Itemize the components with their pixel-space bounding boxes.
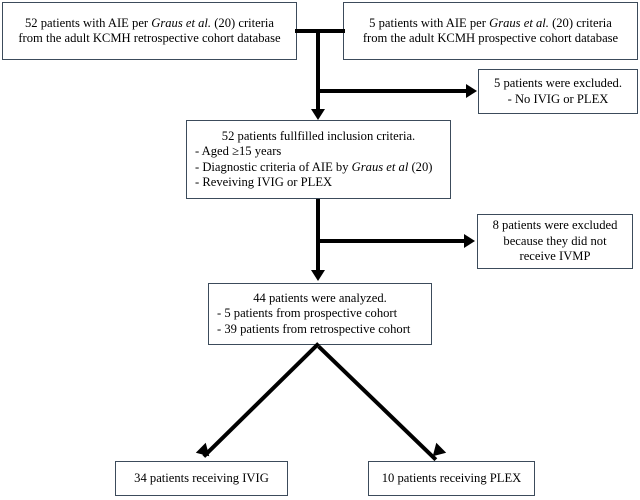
connector-fork-right bbox=[317, 345, 438, 462]
node-treated-plex: 10 patients receiving PLEX bbox=[368, 461, 535, 496]
connector-sources-horizontal bbox=[295, 29, 345, 33]
connector-trunk-to-inclusion bbox=[316, 29, 320, 113]
node-source-retrospective: 52 patients with AIE per Graus et al. (2… bbox=[2, 2, 297, 60]
source-retrospective-line-2: from the adult KCMH retrospective cohort… bbox=[18, 31, 281, 45]
arrowhead-to-excluded-no-ivig-plex bbox=[466, 84, 477, 98]
arrowhead-to-treated-plex bbox=[427, 442, 447, 462]
node-source-prospective: 5 patients with AIE per Graus et al. (20… bbox=[343, 2, 638, 60]
treated-plex-label: 10 patients receiving PLEX bbox=[381, 470, 522, 485]
node-analyzed: 44 patients were analyzed. - 5 patients … bbox=[208, 283, 432, 345]
node-excluded-no-ivig-plex: 5 patients were excluded. - No IVIG or P… bbox=[478, 69, 638, 114]
arrowhead-to-excluded-no-ivmp bbox=[464, 234, 475, 248]
source-retrospective-line-1: 52 patients with AIE per Graus et al. (2… bbox=[24, 15, 275, 30]
excluded-no-ivmp-line-1: 8 patients were excluded bbox=[492, 218, 618, 233]
excluded-no-ivig-plex-line-2: - No IVIG or PLEX bbox=[507, 91, 609, 106]
inclusion-criteria-line-2: - Diagnostic criteria of AIE by Graus et… bbox=[195, 159, 433, 174]
analyzed-heading: 44 patients were analyzed. bbox=[253, 290, 387, 305]
inclusion-criteria-line-3: - Reveiving IVIG or PLEX bbox=[195, 174, 333, 189]
inclusion-criteria-heading: 52 patients fullfilled inclusion criteri… bbox=[221, 128, 416, 143]
connector-trunk-to-analyzed bbox=[316, 199, 320, 273]
excluded-no-ivig-plex-line-1: 5 patients were excluded. bbox=[494, 76, 622, 91]
source-prospective-line-2: from the adult KCMH prospective cohort d… bbox=[362, 31, 619, 45]
analyzed-line-2: - 39 patients from retrospective cohort bbox=[217, 321, 411, 336]
connector-fork-left bbox=[202, 342, 320, 458]
citation-graus-italic: Graus et al. bbox=[151, 15, 212, 30]
connector-to-excluded-no-ivig-plex bbox=[318, 89, 468, 93]
analyzed-line-1: - 5 patients from prospective cohort bbox=[217, 306, 398, 321]
inclusion-criteria-line-1: - Aged ≥15 years bbox=[195, 144, 282, 159]
excluded-no-ivmp-line-2: because they did not bbox=[503, 233, 607, 248]
citation-graus-italic: Graus et al. bbox=[489, 15, 549, 30]
source-prospective-line-1: 5 patients with AIE per Graus et al. (20… bbox=[369, 15, 612, 30]
arrowhead-to-inclusion bbox=[311, 109, 325, 120]
citation-graus-italic: Graus et al bbox=[351, 159, 409, 174]
connector-to-excluded-no-ivmp bbox=[318, 239, 466, 243]
node-excluded-no-ivmp: 8 patients were excluded because they di… bbox=[477, 214, 633, 269]
node-treated-ivig: 34 patients receiving IVIG bbox=[115, 461, 288, 496]
arrowhead-to-analyzed bbox=[311, 270, 325, 281]
node-inclusion-criteria: 52 patients fullfilled inclusion criteri… bbox=[186, 120, 451, 199]
excluded-no-ivmp-line-3: receive IVMP bbox=[519, 249, 591, 264]
treated-ivig-label: 34 patients receiving IVIG bbox=[134, 470, 269, 485]
